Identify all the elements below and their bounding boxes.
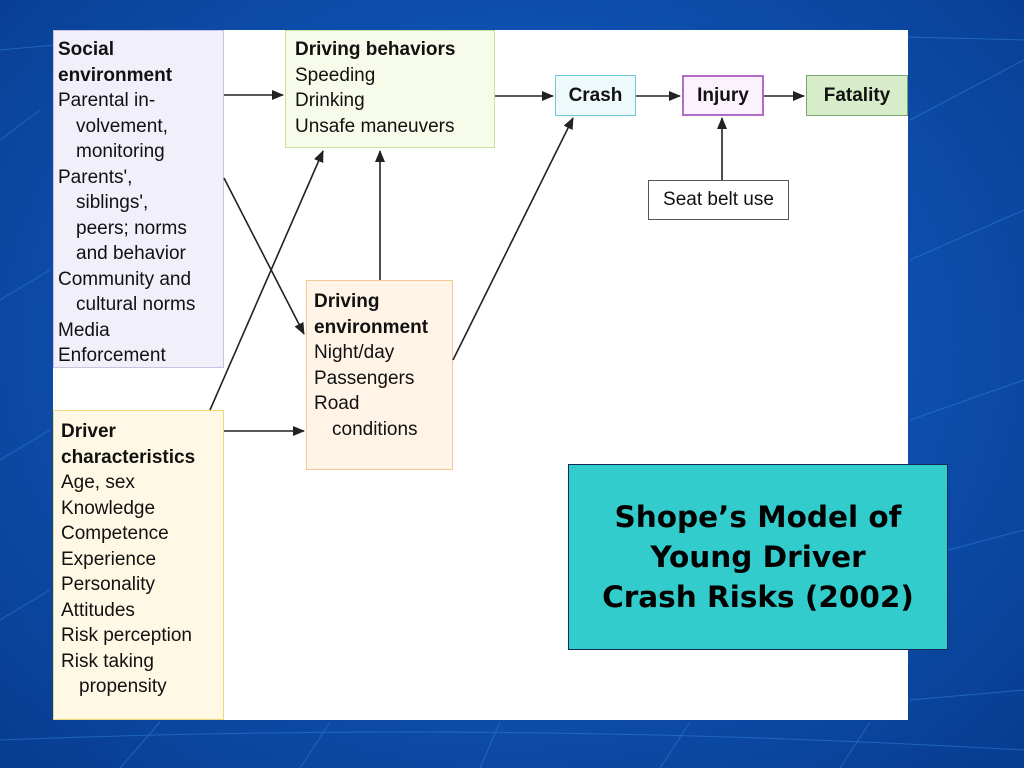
list-item: Speeding bbox=[295, 64, 376, 86]
social-environment-box: Social environment Parental in-volvement… bbox=[53, 30, 224, 368]
driver-characteristics-heading: characteristics bbox=[61, 446, 196, 468]
social-environment-heading: Social bbox=[58, 39, 114, 60]
list-item: Risk perception bbox=[61, 625, 192, 646]
list-item: Road bbox=[314, 393, 360, 414]
crash-box: Crash bbox=[555, 75, 636, 116]
driver-characteristics-heading: Driver bbox=[61, 421, 116, 442]
list-item: Risk taking bbox=[61, 650, 154, 672]
fatality-label: Fatality bbox=[823, 84, 891, 106]
list-item: peers; norms bbox=[76, 217, 187, 239]
list-item: Parents', bbox=[58, 166, 133, 188]
list-item: monitoring bbox=[76, 141, 165, 162]
list-item: Parental in- bbox=[58, 90, 156, 111]
title-line: Shope’s Model of bbox=[614, 500, 902, 534]
list-item: Attitudes bbox=[61, 599, 135, 621]
list-item: volvement, bbox=[76, 115, 168, 137]
list-item: Personality bbox=[61, 574, 155, 595]
list-item: siblings', bbox=[76, 192, 149, 213]
arrow-environment-to-crash bbox=[452, 117, 574, 361]
list-item: Enforcement bbox=[58, 345, 166, 366]
list-item: cultural norms bbox=[76, 294, 196, 315]
arrow-driver-to-behaviors bbox=[209, 150, 324, 411]
seat-belt-box: Seat belt use bbox=[648, 180, 789, 220]
list-item: Drinking bbox=[295, 90, 365, 111]
slide-title: Shope’s Model of Young Driver Crash Risk… bbox=[568, 464, 948, 650]
driving-behaviors-heading: Driving behaviors bbox=[295, 39, 456, 60]
list-item: Knowledge bbox=[61, 497, 156, 519]
arrow-social-to-environment bbox=[223, 177, 305, 335]
list-item: Community and bbox=[58, 268, 192, 290]
driving-environment-heading: environment bbox=[314, 316, 429, 338]
list-item: Experience bbox=[61, 548, 157, 570]
list-item: propensity bbox=[79, 676, 167, 697]
list-item: Age, sex bbox=[61, 472, 135, 493]
list-item: conditions bbox=[332, 418, 418, 440]
fatality-box: Fatality bbox=[806, 75, 908, 116]
title-line: Crash Risks (2002) bbox=[602, 580, 914, 614]
list-item: Night/day bbox=[314, 342, 395, 363]
list-item: Unsafe maneuvers bbox=[295, 115, 455, 137]
social-environment-heading: environment bbox=[58, 64, 173, 86]
injury-label: Injury bbox=[697, 84, 749, 106]
arrows-layer bbox=[209, 90, 805, 436]
seat-belt-label: Seat belt use bbox=[663, 189, 774, 210]
diagram-canvas: Social environment Parental in-volvement… bbox=[53, 30, 908, 720]
list-item: and behavior bbox=[76, 243, 186, 264]
driving-environment-heading: Driving bbox=[314, 291, 380, 312]
list-item: Media bbox=[58, 319, 110, 341]
crash-label: Crash bbox=[568, 84, 623, 106]
list-item: Passengers bbox=[314, 367, 415, 389]
list-item: Competence bbox=[61, 523, 169, 544]
injury-box: Injury bbox=[682, 75, 764, 116]
title-line: Young Driver bbox=[650, 540, 866, 574]
